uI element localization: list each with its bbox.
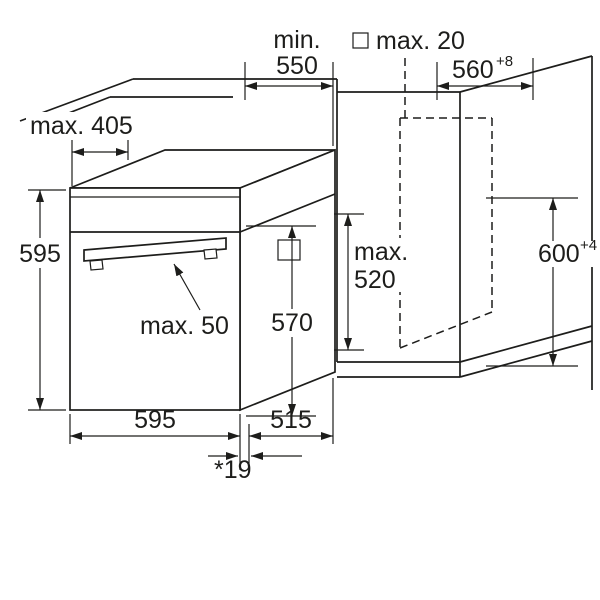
dimension-label: min. — [273, 26, 320, 54]
handle-mount-right — [203, 248, 218, 260]
dimension-value: 570 — [271, 309, 313, 337]
oven-terminal-box — [277, 239, 301, 261]
dimension-600: 600 +4 — [486, 197, 597, 367]
leader-arrow — [173, 263, 201, 311]
dimension-max-405: max. 405 — [26, 112, 136, 186]
oven-door-handle — [83, 237, 227, 262]
dimension-570: 570 — [246, 225, 317, 417]
shelf-lower-edge — [459, 340, 593, 378]
dimension-560: 560 +8 — [436, 53, 534, 100]
dimension-max-50: max. 50 — [140, 263, 229, 340]
dimension-label: max. 405 — [30, 112, 133, 140]
dimension-label: *19 — [214, 456, 252, 484]
dimension-value: 550 — [276, 52, 318, 80]
cabinet-structure — [19, 55, 593, 390]
dimension-value: 520 — [354, 266, 396, 294]
oven — [69, 148, 336, 412]
dimension-value: 595 — [19, 240, 61, 268]
dimension-value: 600 — [538, 240, 580, 268]
label-background — [267, 309, 317, 337]
shelf-front-edge — [459, 325, 593, 363]
dimension-value: 595 — [134, 406, 176, 434]
dimension-595-height: 595 — [18, 189, 66, 411]
dimension-max-520: max. 520 — [334, 213, 408, 351]
dimension-label: max. 50 — [140, 312, 229, 340]
dimension-value: 515 — [270, 406, 312, 434]
label-background — [18, 238, 62, 268]
label-background — [26, 112, 136, 140]
oven-side-face — [239, 148, 336, 412]
dimension-label: max. 20 — [376, 27, 465, 55]
dimension-595-width: 595 — [69, 406, 241, 470]
label-background — [534, 241, 596, 267]
dimension-min-550: min. 550 — [244, 26, 334, 146]
dimension-tolerance: +4 — [580, 237, 597, 254]
dimension-star-19: *19 — [208, 452, 302, 484]
label-background — [351, 238, 405, 292]
dimension-515: 515 — [248, 378, 334, 470]
handle-mount-left — [89, 259, 104, 271]
dimension-value: 560 — [452, 56, 494, 84]
dimension-label: max. — [354, 238, 408, 266]
dimension-tolerance: +8 — [496, 53, 513, 70]
square-symbol-icon — [352, 32, 369, 49]
niche-cutout-dashed — [399, 58, 493, 349]
dimension-max-20: max. 20 — [352, 27, 465, 55]
oven-front-face — [69, 187, 241, 411]
niche-back-bottom-edge — [399, 311, 493, 349]
